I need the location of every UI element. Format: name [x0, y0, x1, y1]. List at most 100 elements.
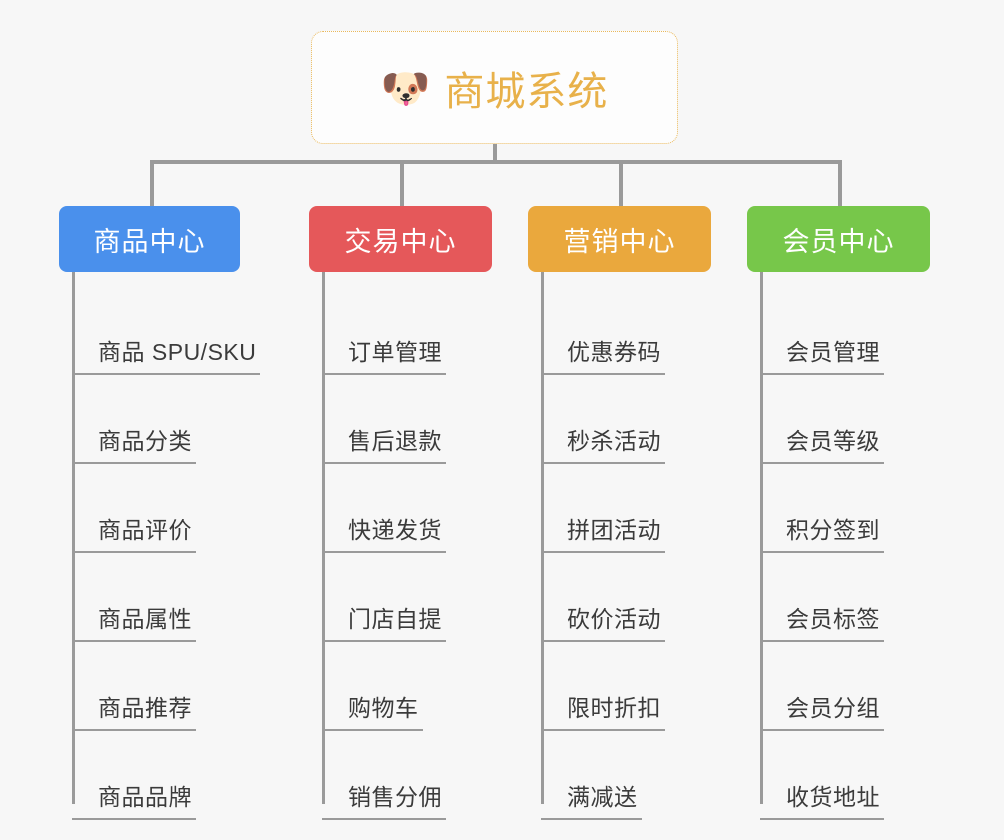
leaf-item[interactable]: 优惠券码	[528, 286, 711, 375]
leaf-item[interactable]: 秒杀活动	[528, 375, 711, 464]
leaf-item-label: 限时折扣	[567, 695, 661, 721]
category-card-member-center[interactable]: 会员中心	[747, 206, 930, 272]
leaf-item-underline: 会员等级	[760, 422, 884, 464]
leaf-item[interactable]: 快递发货	[309, 464, 492, 553]
leaf-item-label: 收货地址	[786, 784, 880, 810]
leaf-item-label: 优惠券码	[567, 339, 661, 365]
column-marketing-center: 营销中心优惠券码秒杀活动拼团活动砍价活动限时折扣满减送	[528, 206, 711, 820]
connector-drop-product-center	[150, 160, 154, 206]
root-node-shop-system[interactable]: 🐶 商城系统	[311, 31, 678, 144]
leaf-item-underline: 商品品牌	[72, 778, 196, 820]
leaf-item-underline: 满减送	[541, 778, 642, 820]
leaf-item[interactable]: 门店自提	[309, 553, 492, 642]
category-card-marketing-center[interactable]: 营销中心	[528, 206, 711, 272]
leaf-item[interactable]: 收货地址	[747, 731, 930, 820]
leaf-item[interactable]: 积分签到	[747, 464, 930, 553]
leaf-item[interactable]: 会员管理	[747, 286, 930, 375]
leaf-item[interactable]: 会员等级	[747, 375, 930, 464]
leaf-item-label: 商品属性	[98, 606, 192, 632]
leaf-item-underline: 商品 SPU/SKU	[72, 333, 261, 375]
leaf-item[interactable]: 商品属性	[59, 553, 240, 642]
category-card-label: 营销中心	[563, 226, 676, 257]
leaf-item[interactable]: 商品品牌	[59, 731, 240, 820]
leaf-item-underline: 销售分佣	[322, 778, 446, 820]
leaf-spine-member-center	[760, 272, 763, 804]
leaf-item-label: 积分签到	[786, 517, 880, 543]
leaf-item[interactable]: 订单管理	[309, 286, 492, 375]
category-card-label: 会员中心	[782, 226, 895, 257]
leaf-spine-marketing-center	[541, 272, 544, 804]
leaf-item-underline: 砍价活动	[541, 600, 665, 642]
leaf-item-underline: 限时折扣	[541, 689, 665, 731]
leaf-item-underline: 会员管理	[760, 333, 884, 375]
leaf-list-member-center: 会员管理会员等级积分签到会员标签会员分组收货地址	[747, 272, 930, 820]
leaf-item[interactable]: 满减送	[528, 731, 711, 820]
leaf-item-underline: 拼团活动	[541, 511, 665, 553]
leaf-item-label: 商品推荐	[98, 695, 192, 721]
leaf-item-underline: 秒杀活动	[541, 422, 665, 464]
connector-drop-trade-center	[400, 160, 404, 206]
category-card-product-center[interactable]: 商品中心	[59, 206, 240, 272]
leaf-list-trade-center: 订单管理售后退款快递发货门店自提购物车销售分佣	[309, 272, 492, 820]
leaf-item[interactable]: 商品 SPU/SKU	[59, 286, 261, 375]
shiba-dog-icon: 🐶	[380, 66, 431, 111]
leaf-list-marketing-center: 优惠券码秒杀活动拼团活动砍价活动限时折扣满减送	[528, 272, 711, 820]
leaf-item-underline: 订单管理	[322, 333, 446, 375]
leaf-item-underline: 商品评价	[72, 511, 196, 553]
leaf-item-label: 销售分佣	[348, 784, 442, 810]
leaf-item-label: 会员标签	[786, 606, 880, 632]
leaf-list-product-center: 商品 SPU/SKU 商品分类商品评价商品属性商品推荐商品品牌	[59, 272, 261, 820]
connector-root-stem	[493, 144, 497, 163]
column-trade-center: 交易中心订单管理售后退款快递发货门店自提购物车销售分佣	[309, 206, 492, 820]
category-card-trade-center[interactable]: 交易中心	[309, 206, 492, 272]
leaf-item-label: 会员分组	[786, 695, 880, 721]
leaf-item-label: 秒杀活动	[567, 428, 661, 454]
leaf-item-label: 商品品牌	[98, 784, 192, 810]
leaf-item-label: 商品分类	[98, 428, 192, 454]
leaf-item-underline: 门店自提	[322, 600, 446, 642]
leaf-item-label: 订单管理	[348, 339, 442, 365]
column-member-center: 会员中心会员管理会员等级积分签到会员标签会员分组收货地址	[747, 206, 930, 820]
leaf-item[interactable]: 拼团活动	[528, 464, 711, 553]
leaf-item-underline: 收货地址	[760, 778, 884, 820]
leaf-item[interactable]: 砍价活动	[528, 553, 711, 642]
leaf-item[interactable]: 商品评价	[59, 464, 240, 553]
leaf-item[interactable]: 商品分类	[59, 375, 240, 464]
leaf-item-label: 商品评价	[98, 517, 192, 543]
leaf-item[interactable]: 会员分组	[747, 642, 930, 731]
leaf-item-label: 会员等级	[786, 428, 880, 454]
leaf-item[interactable]: 销售分佣	[309, 731, 492, 820]
leaf-item-underline: 商品推荐	[72, 689, 196, 731]
leaf-item-underline: 商品属性	[72, 600, 196, 642]
leaf-item[interactable]: 会员标签	[747, 553, 930, 642]
leaf-item-underline: 会员标签	[760, 600, 884, 642]
leaf-item-label: 会员管理	[786, 339, 880, 365]
leaf-item-underline: 购物车	[322, 689, 423, 731]
leaf-spine-product-center	[72, 272, 75, 804]
leaf-item-underline: 售后退款	[322, 422, 446, 464]
leaf-item-underline: 快递发货	[322, 511, 446, 553]
connector-horizontal-bus	[150, 160, 840, 164]
leaf-item-label: 门店自提	[348, 606, 442, 632]
category-card-label: 交易中心	[344, 226, 457, 257]
leaf-item[interactable]: 商品推荐	[59, 642, 240, 731]
leaf-item-underline: 商品分类	[72, 422, 196, 464]
leaf-item[interactable]: 售后退款	[309, 375, 492, 464]
leaf-item-label: 售后退款	[348, 428, 442, 454]
category-card-label: 商品中心	[93, 226, 206, 257]
leaf-item-label: 购物车	[348, 695, 419, 721]
connector-drop-member-center	[838, 160, 842, 206]
leaf-item-label: 拼团活动	[567, 517, 661, 543]
column-product-center: 商品中心商品 SPU/SKU 商品分类商品评价商品属性商品推荐商品品牌	[59, 206, 261, 820]
leaf-spine-trade-center	[322, 272, 325, 804]
leaf-item-underline: 积分签到	[760, 511, 884, 553]
leaf-item-label: 商品 SPU/SKU	[98, 339, 257, 365]
leaf-item-underline: 会员分组	[760, 689, 884, 731]
leaf-item-label: 砍价活动	[567, 606, 661, 632]
leaf-item[interactable]: 购物车	[309, 642, 492, 731]
leaf-item-label: 满减送	[567, 784, 638, 810]
leaf-item-label: 快递发货	[348, 517, 442, 543]
root-node-title: 商城系统	[444, 69, 609, 114]
leaf-item[interactable]: 限时折扣	[528, 642, 711, 731]
